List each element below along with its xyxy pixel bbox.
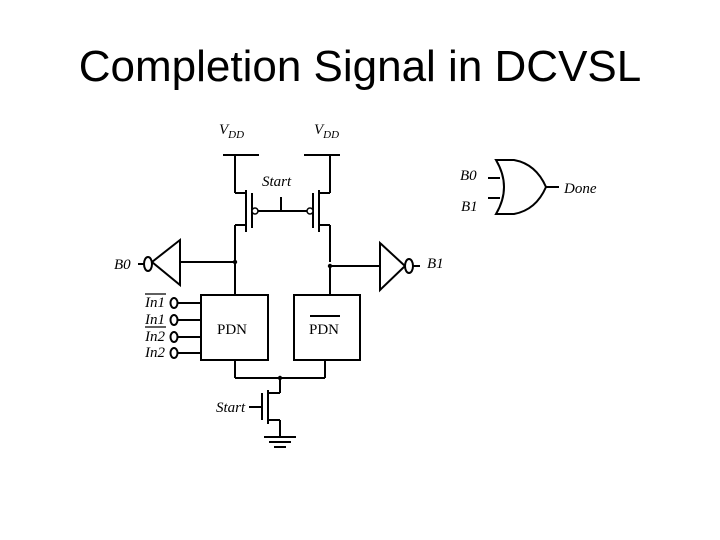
or-gate bbox=[488, 159, 559, 215]
inverter-left bbox=[138, 237, 181, 288]
b0-output-label: B0 bbox=[114, 257, 131, 273]
slide-title: Completion Signal in DCVSL bbox=[78, 42, 642, 91]
start-bottom-label: Start bbox=[216, 400, 246, 416]
ground-icon bbox=[264, 436, 296, 448]
or-input-b1-label: B1 bbox=[461, 199, 478, 215]
pdn-inputs bbox=[145, 293, 201, 359]
pmos-right bbox=[306, 155, 331, 262]
pdn-right-label: PDN bbox=[309, 322, 339, 338]
nmos-evaluate bbox=[249, 378, 281, 437]
vdd-left-label: VDD bbox=[219, 122, 244, 141]
pdn-left-label: PDN bbox=[217, 322, 247, 338]
inverter-right bbox=[379, 240, 420, 293]
pdn-right-block bbox=[293, 294, 361, 361]
input-in2: In2 bbox=[144, 345, 165, 361]
vdd-right-label: VDD bbox=[314, 122, 339, 141]
done-output-label: Done bbox=[563, 181, 597, 197]
b1-output-label: B1 bbox=[427, 256, 444, 272]
start-top-label: Start bbox=[262, 174, 292, 190]
pmos-left bbox=[234, 155, 259, 262]
input-in1: In1 bbox=[144, 312, 165, 328]
input-in2-bar: In2 bbox=[144, 329, 165, 345]
or-input-b0-label: B0 bbox=[460, 168, 477, 184]
input-in1-bar: In1 bbox=[144, 295, 165, 311]
